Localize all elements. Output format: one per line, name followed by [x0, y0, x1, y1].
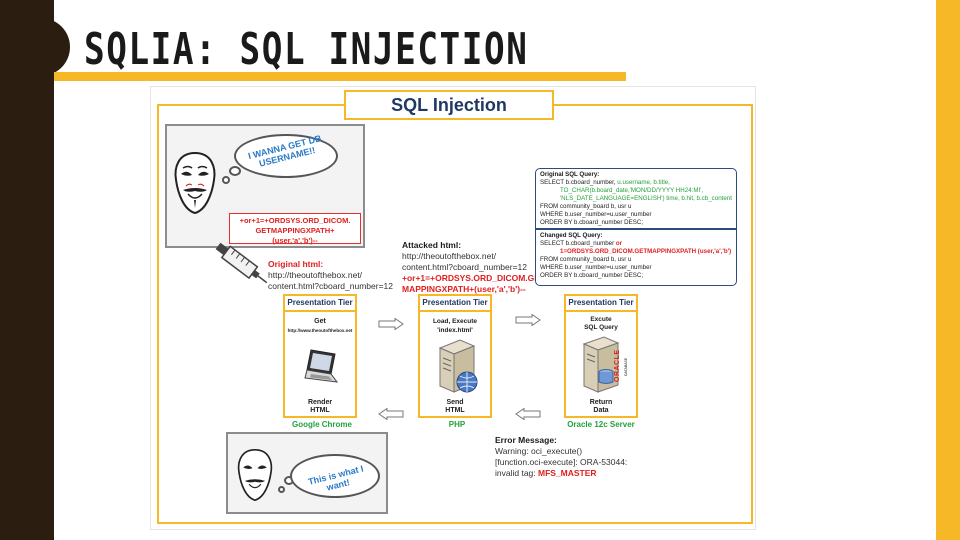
- attacked-html-line-2: content.html?cboard_number=12: [402, 262, 527, 272]
- payload-box: +or+1=+ORDSYS.ORD_DICOM. GETMAPPINGXPATH…: [229, 213, 361, 245]
- changed-query-line-4: WHERE b.user_number=u.user_number: [540, 264, 652, 271]
- tier-caption: Oracle 12c Server: [567, 420, 635, 429]
- oracle-logo: ORACLE: [614, 349, 621, 382]
- original-query-line-4: FROM community_board b, usr u: [540, 203, 632, 210]
- payload-line-2: GETMAPPINGXPATH+(user,'a','b')--: [255, 226, 335, 245]
- error-line-3a: invalid tag:: [495, 468, 538, 478]
- left-accent-tab: [0, 18, 70, 76]
- tier-caption: PHP: [448, 420, 466, 429]
- attacked-html-line-4: MAPPINGXPATH+(user,'a','b')--: [402, 284, 526, 294]
- tier-client: Presentation Tier Get http://www.theouto…: [283, 294, 357, 418]
- tier-head: Presentation Tier: [285, 296, 355, 312]
- error-line-1: Warning: oci_execute(): [495, 446, 583, 456]
- changed-query-line-2: 1=ORDSYS.ORD_DICOM.GETMAPPINGXPATH (user…: [560, 248, 732, 255]
- tier-bottom-text: Render: [307, 399, 333, 406]
- tier-top-sub: 'index.html': [437, 327, 473, 334]
- arrow-left-icon: [515, 408, 541, 420]
- syringe-icon: [215, 242, 268, 284]
- tier-top-text: Load, Execute: [432, 318, 478, 325]
- payload-line-1: +or+1=+ORDSYS.ORD_DICOM.: [239, 216, 351, 225]
- tier-bottom-sub: HTML: [445, 407, 465, 414]
- tier-web: Presentation Tier Load, Execute 'index.h…: [418, 294, 492, 418]
- attacked-html-label: Attacked html:: [402, 240, 462, 250]
- original-query-line-3: 'NLS_DATE_LANGUAGE=ENGLISH') time, b.hit…: [560, 195, 732, 202]
- thought-dot: [229, 166, 241, 176]
- arrow-right-icon: [515, 314, 541, 326]
- mask-icon: [237, 448, 273, 502]
- slide-title: SQLIA: SQL INJECTION: [84, 24, 529, 75]
- error-message: Error Message: Warning: oci_execute() [f…: [495, 435, 627, 479]
- sql-query-divider: [535, 228, 737, 230]
- changed-query-line-3: FROM community_board b, usr u: [540, 256, 632, 263]
- original-html-line-2: content.html?cboard_number=12: [268, 281, 393, 291]
- tier-top-sub: SQL Query: [584, 324, 618, 331]
- changed-query: Changed SQL Query: SELECT b.cboard_numbe…: [540, 232, 731, 280]
- changed-query-label: Changed SQL Query:: [540, 232, 603, 239]
- changed-query-line-5: ORDER BY b.cboard_number DESC;: [540, 272, 644, 279]
- thought-bubble-bottom: [290, 454, 380, 498]
- attacked-html-text: Attacked html: http://theoutofthebox.net…: [402, 240, 545, 295]
- original-html-line-1: http://theoutofthebox.net/: [268, 270, 363, 280]
- tier-top-sub: http://www.theoutofthebox.net: [287, 328, 353, 333]
- database-server-icon: [582, 336, 620, 393]
- tier-database: Presentation Tier Excute SQL Query ORACL…: [564, 294, 638, 418]
- changed-query-line-1b: or: [615, 240, 623, 247]
- tier-top-text: Get: [314, 318, 326, 325]
- arrow-right-icon: [378, 318, 404, 330]
- sql-query-box: [535, 168, 737, 286]
- original-query-line-1b: u.username, b.title,: [617, 179, 670, 186]
- attacked-html-line-1: http://theoutofthebox.net/: [402, 251, 497, 261]
- mask-icon: [174, 151, 216, 215]
- original-html-label: Original html:: [268, 259, 324, 269]
- attacked-html-line-3: +or+1=+ORDSYS.ORD_DICOM.GET: [402, 273, 546, 283]
- thought-dot: [222, 176, 230, 184]
- tier-bottom-text: Send: [446, 399, 464, 406]
- title-underline: [54, 72, 626, 81]
- thought-bubble-top: [234, 134, 338, 178]
- laptop-icon: [304, 349, 339, 383]
- original-query: Original SQL Query: SELECT b.cboard_numb…: [540, 171, 732, 227]
- tier-head: Presentation Tier: [420, 296, 490, 312]
- original-html-text: Original html: http://theoutofthebox.net…: [268, 259, 393, 292]
- server-icon: [438, 339, 478, 393]
- diagram-title: SQL Injection: [344, 90, 554, 120]
- right-accent-strip: [936, 0, 960, 540]
- error-label: Error Message:: [495, 435, 557, 445]
- original-query-label: Original SQL Query:: [540, 171, 600, 178]
- arrow-left-icon: [378, 408, 404, 420]
- tier-head: Presentation Tier: [566, 296, 636, 312]
- original-query-line-2: TO_CHAR(b.board_date,'MON/DD/YYYY HH24:M…: [560, 187, 704, 194]
- original-query-line-1: SELECT b.cboard_number, u.username, b.ti…: [540, 179, 732, 187]
- changed-query-line-1a: SELECT b.cboard_number: [540, 240, 616, 247]
- error-line-3: invalid tag: MFS_MASTER: [495, 468, 627, 479]
- tier-caption: Google Chrome: [291, 420, 352, 429]
- tier-bottom-text: Return: [589, 399, 613, 406]
- error-line-2: [function.oci-execute]: ORA-53044:: [495, 457, 628, 467]
- left-accent-strip: [0, 0, 54, 540]
- oracle-sub: DATABASE: [624, 357, 628, 376]
- tier-bottom-sub: Data: [593, 407, 609, 414]
- original-query-line-5: WHERE b.user_number=u.user_number: [540, 211, 652, 218]
- thought-dot: [278, 486, 285, 493]
- tier-top-text: Excute: [590, 316, 612, 323]
- error-line-3b: MFS_MASTER: [538, 468, 597, 478]
- original-query-line-6: ORDER BY b.cboard_number DESC;: [540, 219, 644, 226]
- original-query-line-1a: SELECT b.cboard_number,: [540, 179, 618, 186]
- changed-query-line-1: SELECT b.cboard_number or: [540, 240, 731, 248]
- tier-bottom-sub: HTML: [310, 407, 330, 414]
